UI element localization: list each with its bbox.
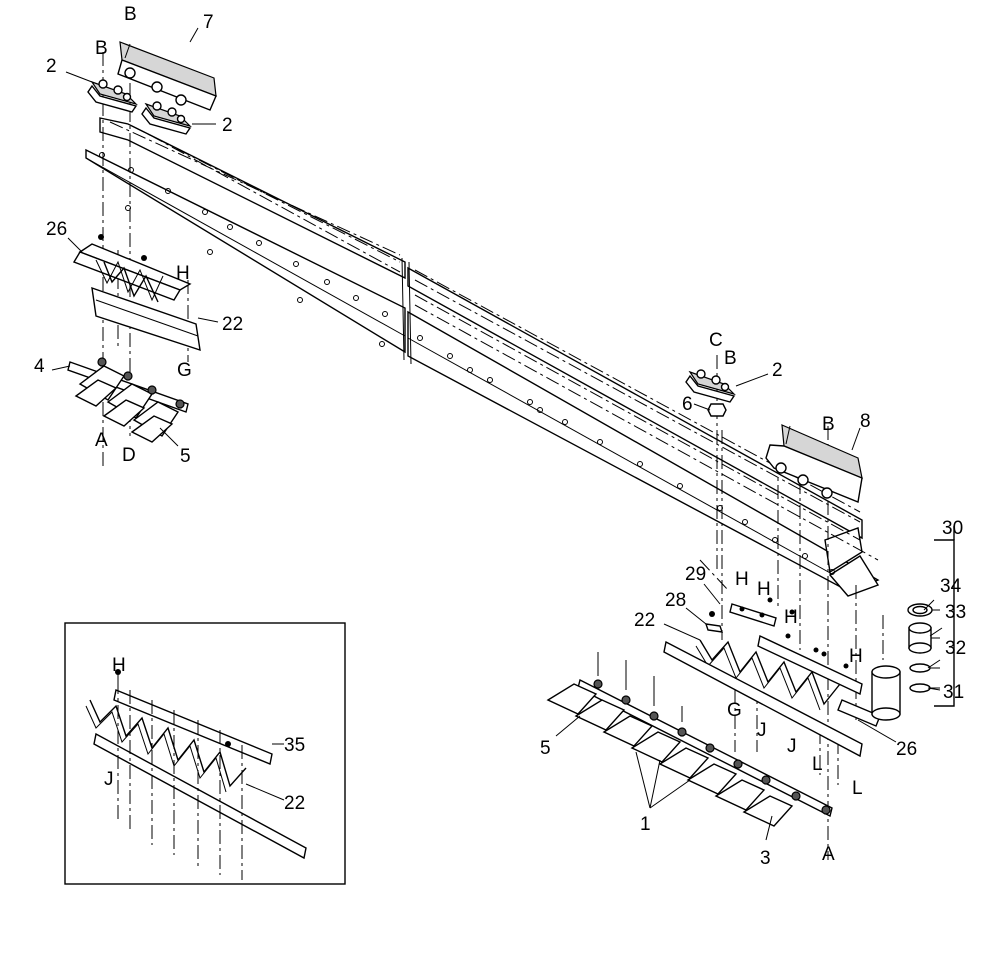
ref-letter-h: H xyxy=(735,569,749,590)
ref-letter-b: B xyxy=(724,348,737,369)
callout-8: 8 xyxy=(860,411,871,432)
leader-lines xyxy=(51,27,943,841)
left-knife-assembly xyxy=(72,234,201,352)
callout-22: 22 xyxy=(284,793,305,814)
clip-part-2-c xyxy=(685,369,737,403)
callout-2: 2 xyxy=(222,115,233,136)
callout-3: 3 xyxy=(760,848,771,869)
ref-letter-h: H xyxy=(784,607,798,628)
projection-lines xyxy=(102,52,884,860)
ref-letter-a: A xyxy=(95,430,108,451)
ref-letter-h: H xyxy=(757,579,771,600)
callout-33: 33 xyxy=(945,602,966,623)
right-guards xyxy=(546,652,833,827)
ref-letter-d: D xyxy=(122,445,136,466)
ref-letter-a: A xyxy=(822,844,835,865)
callout-7: 7 xyxy=(203,12,214,33)
ref-letter-h: H xyxy=(849,646,863,667)
cover-part-7 xyxy=(117,41,217,111)
callout-28: 28 xyxy=(665,590,686,611)
pivot-cylinder xyxy=(871,665,901,721)
callout-numbers: 7 2 2 26 22 4 5 2 6 8 29 28 22 26 5 1 3 … xyxy=(34,12,966,869)
callout-22: 22 xyxy=(222,314,243,335)
callout-34: 34 xyxy=(940,576,962,597)
ref-letter-b: B xyxy=(95,38,108,59)
ref-letter-l: L xyxy=(812,754,823,775)
cutter-bar xyxy=(85,117,880,597)
callout-5: 5 xyxy=(540,738,551,759)
ref-letter-h: H xyxy=(176,263,190,284)
nut-part-6 xyxy=(707,403,727,417)
ref-letter-c: C xyxy=(709,330,723,351)
ref-letter-j: J xyxy=(787,736,797,757)
callout-22: 22 xyxy=(634,610,655,631)
ref-letter-l: L xyxy=(852,778,863,799)
callout-30: 30 xyxy=(942,518,963,539)
callout-4: 4 xyxy=(34,356,45,377)
clip-part-2-a xyxy=(87,79,139,113)
detail-inset xyxy=(64,622,346,885)
callout-31: 31 xyxy=(943,682,964,703)
clip-part-2-b xyxy=(141,101,193,135)
left-guards xyxy=(67,357,189,443)
ref-letter-b: B xyxy=(124,4,137,25)
callout-26: 26 xyxy=(46,219,67,240)
cover-part-8 xyxy=(765,424,863,503)
callout-1: 1 xyxy=(640,814,651,835)
reference-letters: B B H G A D C B B H H H H G J J L L A H … xyxy=(95,4,863,865)
bushing-stack-30 xyxy=(907,526,955,707)
callout-29: 29 xyxy=(685,564,706,585)
callout-26: 26 xyxy=(896,739,917,760)
ref-letter-b: B xyxy=(822,414,835,435)
callout-6: 6 xyxy=(682,394,693,415)
callout-5: 5 xyxy=(180,446,191,467)
ref-letter-h: H xyxy=(112,655,126,676)
ref-letter-g: G xyxy=(177,360,192,381)
callout-35: 35 xyxy=(284,735,305,756)
callout-32: 32 xyxy=(945,638,966,659)
callout-2: 2 xyxy=(772,360,783,381)
ref-letter-j: J xyxy=(104,769,114,790)
right-knife-assembly xyxy=(663,597,881,758)
ref-letter-g: G xyxy=(727,700,742,721)
ref-letter-j: J xyxy=(757,720,767,741)
callout-2: 2 xyxy=(46,56,57,77)
